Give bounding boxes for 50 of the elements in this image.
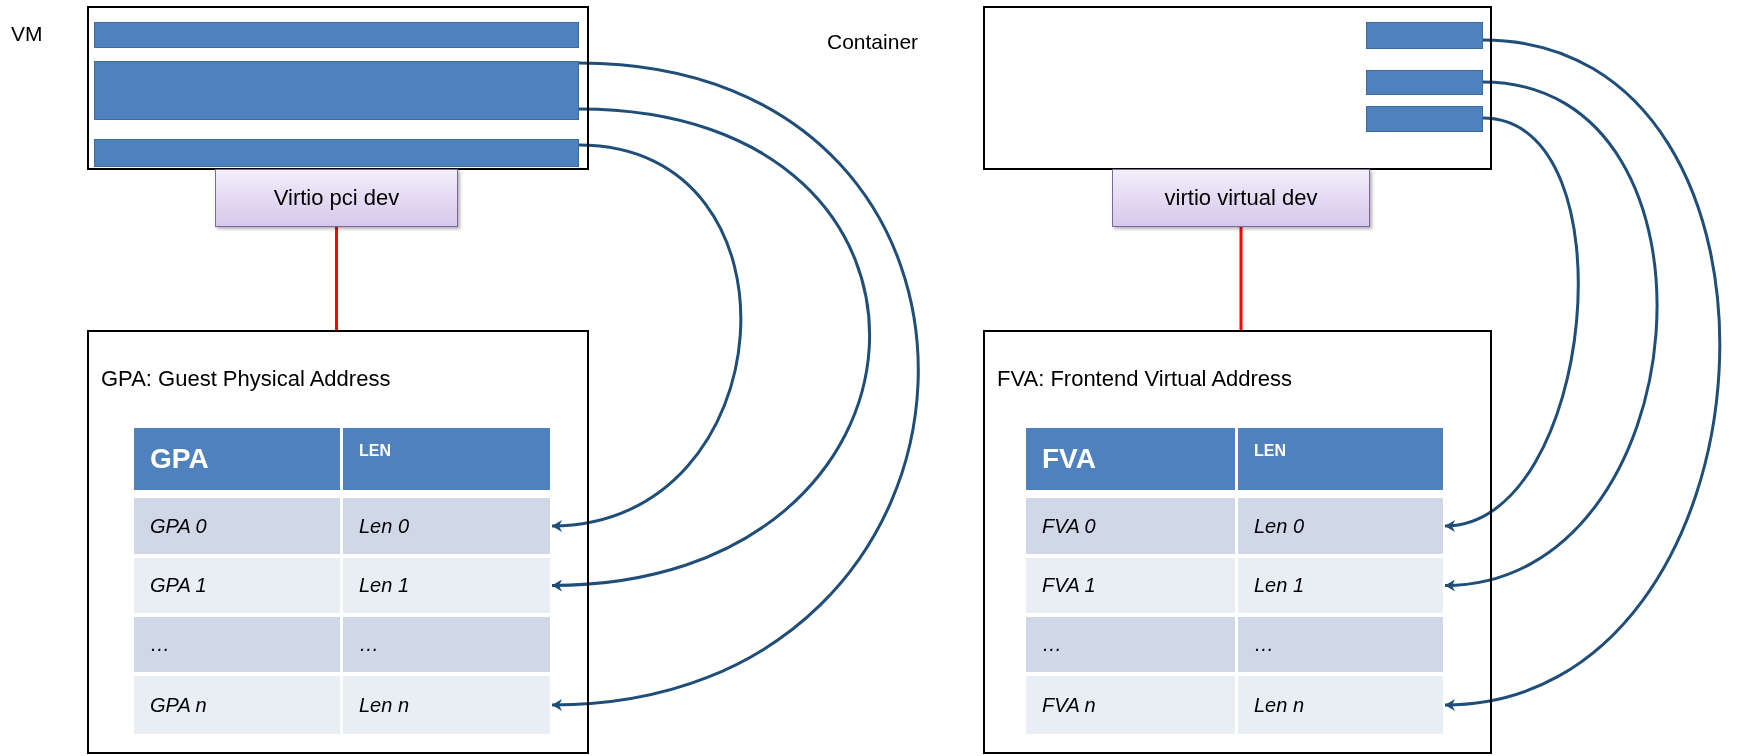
curved-arrow xyxy=(1444,80,1658,590)
frame-label: Container xyxy=(827,30,919,54)
table-cell: Len 0 xyxy=(340,498,550,554)
device-box xyxy=(215,169,458,227)
memory-bar xyxy=(94,22,579,48)
connector-line xyxy=(335,227,338,330)
table-row xyxy=(1026,498,1443,554)
table-row xyxy=(134,617,550,672)
table-cell-text: … xyxy=(149,632,171,657)
table-header-row xyxy=(1026,428,1443,490)
memory-bar xyxy=(1366,22,1483,49)
curved-arrow xyxy=(551,61,920,710)
table-cell: Len n xyxy=(1235,676,1443,734)
panel-title: FVA: Frontend Virtual Address xyxy=(997,366,1293,392)
column-header: LEN xyxy=(340,428,550,490)
device-box xyxy=(1112,169,1370,227)
column-header: GPA xyxy=(149,442,210,476)
table-cell-text: FVA 0 xyxy=(1041,513,1097,539)
table-cell-text: GPA n xyxy=(149,692,208,718)
table-row xyxy=(134,498,550,554)
address-panel xyxy=(87,330,589,754)
table-cell: Len 1 xyxy=(340,558,550,613)
curved-arrow xyxy=(1444,116,1580,530)
table-cell: … xyxy=(340,617,550,672)
frame-label: VM xyxy=(11,22,43,46)
table-cell-text: GPA 1 xyxy=(149,573,208,598)
table-cell: … xyxy=(1235,617,1443,672)
memory-bar xyxy=(1366,70,1483,95)
panel-title: GPA: Guest Physical Address xyxy=(101,366,391,392)
table-cell-text: FVA n xyxy=(1041,692,1097,718)
device-label: Virtio pci dev xyxy=(273,185,400,211)
column-header: FVA xyxy=(1041,442,1097,476)
memory-bar xyxy=(94,61,579,120)
curved-arrow xyxy=(551,107,871,591)
table-header-row xyxy=(134,428,550,490)
table-cell: Len 1 xyxy=(1235,558,1443,613)
table-cell-text: FVA 1 xyxy=(1041,573,1097,598)
curved-arrow xyxy=(551,143,742,531)
address-panel xyxy=(983,330,1492,754)
memory-bar xyxy=(1366,106,1483,132)
table-cell-text: … xyxy=(1041,632,1063,657)
table-cell: Len 0 xyxy=(1235,498,1443,554)
table-cell: Len n xyxy=(340,676,550,734)
column-header: LEN xyxy=(1235,428,1443,490)
table-row xyxy=(1026,617,1443,672)
memory-bar xyxy=(94,139,579,167)
curved-arrow xyxy=(1444,38,1721,710)
connector-line xyxy=(1239,227,1243,330)
device-label: virtio virtual dev xyxy=(1164,185,1318,211)
table-cell-text: GPA 0 xyxy=(149,513,208,539)
